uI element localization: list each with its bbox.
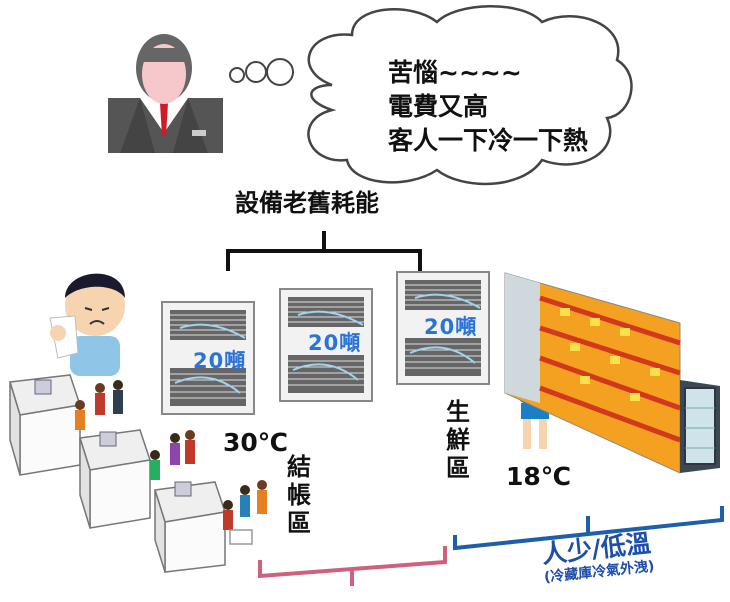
equipment-bracket xyxy=(226,231,422,271)
ac-unit-3 xyxy=(396,271,490,385)
fresh-zone-char-1: 生 xyxy=(446,398,470,426)
checkout-temperature: 30℃ xyxy=(223,428,289,457)
fresh-temperature: 18℃ xyxy=(506,462,572,491)
checkout-counters xyxy=(9,374,267,573)
fresh-zone-char-3: 區 xyxy=(446,454,470,482)
checkout-zone-char-1: 結 xyxy=(287,453,311,481)
thought-line-1: 苦惱~~~~ xyxy=(388,58,522,87)
fresh-bracket xyxy=(453,506,724,551)
checkout-zone-label: 結 帳 區 xyxy=(286,453,312,537)
equipment-label: 設備老舊耗能 xyxy=(235,189,379,217)
ac-unit-2 xyxy=(279,288,373,402)
crying-customer xyxy=(49,273,125,376)
checkout-zone-char-3: 區 xyxy=(287,509,311,537)
thought-line-3: 客人一下冷一下熱 xyxy=(388,126,589,155)
checkout-zone-char-2: 帳 xyxy=(287,481,311,509)
ac-unit-2-label: 20噸 xyxy=(308,331,362,355)
ac-unit-3-label: 20噸 xyxy=(424,315,478,339)
bottom-brackets xyxy=(258,506,724,586)
thought-line-2: 電費又高 xyxy=(388,92,489,121)
fresh-zone-char-2: 鮮 xyxy=(446,426,470,454)
thought-cloud xyxy=(229,5,633,186)
ac-unit-1-label: 20噸 xyxy=(193,349,247,373)
manager-figure xyxy=(108,34,223,153)
checkout-bracket xyxy=(258,546,447,586)
refrigerated-shelves xyxy=(504,272,720,474)
fresh-zone-label: 生 鮮 區 xyxy=(445,398,471,482)
ac-unit-1 xyxy=(161,301,255,415)
